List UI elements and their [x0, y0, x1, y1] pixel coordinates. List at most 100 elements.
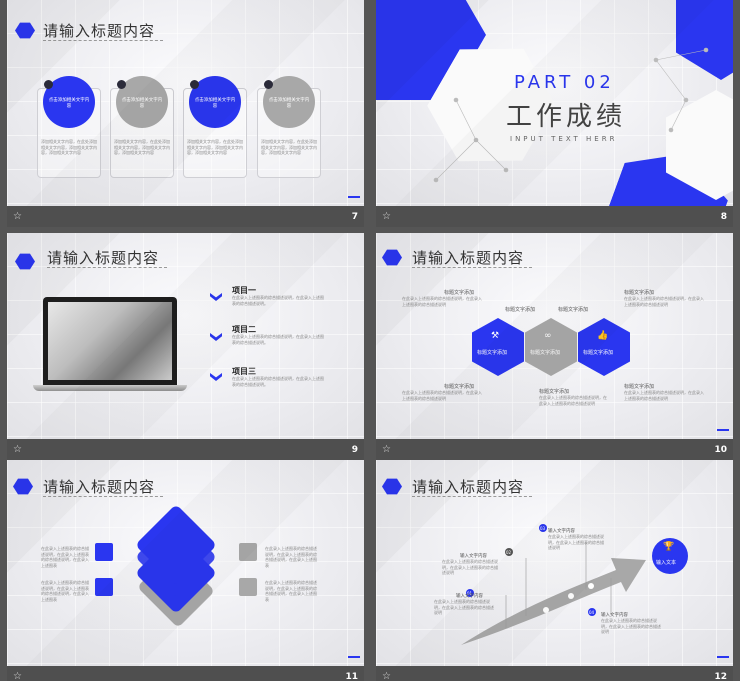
circle-label: 点击添加相关文字内容 — [48, 98, 90, 109]
step-number: 03 — [540, 526, 546, 531]
hex-label: 标题文字添加 — [583, 350, 614, 356]
slide-footer: ☆ 11 — [7, 666, 364, 681]
slide-thumbnail-9[interactable]: 请输入标题内容 项目一 在此录入上述图表的综合描述说明，在此录入上述图表的综合描… — [7, 233, 364, 460]
chevron-down-icon — [210, 373, 222, 381]
slide-thumbnail-10[interactable]: 请输入标题内容 ⚒ ∞ 👍 标题文字添加 标题文字添加 标题文字添加 标题文字添… — [376, 233, 733, 460]
slide-thumbnail-11[interactable]: 请输入标题内容 在此录入上述图表的综合描述说明，在此录入上述图表的综合描述说明，… — [7, 460, 364, 681]
hexagon-feature — [472, 318, 524, 376]
chevron-down-icon — [210, 293, 222, 301]
step-dot — [588, 608, 596, 616]
star-icon[interactable]: ☆ — [13, 211, 22, 222]
growth-arrow — [461, 542, 646, 645]
step-number: 04 — [589, 610, 595, 615]
item-title: 项目一 — [232, 286, 256, 295]
card-text: 添加相关文字内容，在此处添加相关文字内容，添加相关文字内容，添加相关文字内容 — [261, 139, 317, 155]
circle-label: 点击添加相关文字内容 — [121, 98, 163, 109]
item-title: 项目三 — [232, 367, 256, 376]
monitor-icon — [239, 578, 257, 596]
goal-badge — [652, 538, 688, 574]
slide-number: 8 — [720, 211, 727, 222]
slide-canvas: 请输入标题内容 在此录入上述图表的综合描述说明，在此录入上述图表的综合描述说明，… — [7, 460, 364, 666]
slide-canvas: 请输入标题内容 01 02 03 04 输入文字内容 在此录入上述图表的综合描述… — [376, 460, 733, 666]
part-label: PART 02 — [514, 72, 615, 93]
laptop-photo — [48, 302, 172, 380]
star-icon[interactable]: ☆ — [382, 444, 391, 455]
step-dot — [539, 524, 547, 532]
user-icon — [190, 80, 199, 89]
circle-label: 点击添加相关文字内容 — [268, 98, 310, 109]
slide-number: 10 — [714, 444, 727, 455]
slide-number: 7 — [351, 211, 358, 222]
circle-label: 点击添加相关文字内容 — [194, 98, 236, 109]
laptop-screen — [43, 297, 177, 385]
step-number: 01 — [467, 591, 473, 596]
slide-thumbnail-12[interactable]: 请输入标题内容 01 02 03 04 输入文字内容 在此录入上述图表的综合描述… — [376, 460, 733, 681]
side-text: 在此录入上述图表的综合描述说明，在此录入上述图表的综合描述说明 — [402, 296, 482, 307]
step-label: 输入文字内容 — [548, 529, 575, 534]
feature-text: 在此录入上述图表的综合描述说明，在此录入上述图表的综合描述说明，在此录入上述图表 — [265, 546, 317, 568]
trophy-icon: 🏆 — [663, 542, 675, 552]
slide-canvas: 请输入标题内容 点击添加相关文字内容 点击添加相关文字内容 点击添加相关文字内容… — [7, 0, 364, 206]
badge-label: 输入文本 — [656, 560, 677, 566]
link-icon: ∞ — [544, 331, 552, 341]
section-heading: 工作成绩 — [506, 102, 627, 132]
hexagon-logo-icon — [15, 22, 35, 39]
slide-footer: ☆ 8 — [376, 206, 733, 227]
slide-title: 请输入标题内容 — [47, 249, 160, 267]
star-icon[interactable]: ☆ — [382, 211, 391, 222]
hexagon-logo-icon — [382, 249, 402, 266]
hexagon-logo-icon — [15, 253, 35, 270]
step-text: 在此录入上述图表的综合描述说明，在此录入上述图表的综合描述说明 — [442, 559, 498, 575]
slide-title: 请输入标题内容 — [43, 478, 156, 496]
slide-title: 请输入标题内容 — [43, 22, 156, 40]
section-subtitle: INPUT TEXT HERR — [510, 135, 618, 143]
step-label: 输入文字内容 — [460, 554, 487, 559]
item-title: 项目二 — [232, 325, 256, 334]
slide-footer: ☆ 9 — [7, 439, 364, 460]
side-label: 标题文字添加 — [624, 290, 655, 296]
slide-canvas: PART 02 工作成绩 INPUT TEXT HERR — [376, 0, 733, 206]
feature-text: 在此录入上述图表的综合描述说明，在此录入上述图表的综合描述说明，在此录入上述图表 — [265, 580, 317, 602]
side-label: 标题文字添加 — [539, 389, 570, 395]
chevron-down-icon — [210, 333, 222, 341]
slide-number: 12 — [714, 671, 727, 681]
slide-number: 9 — [351, 444, 358, 455]
hex-label: 标题文字添加 — [530, 350, 561, 356]
hex-label: 标题文字添加 — [477, 350, 508, 356]
card-text: 添加相关文字内容，在此处添加相关文字内容，添加相关文字内容，添加相关文字内容 — [41, 139, 97, 155]
slide-footer: ☆ 7 — [7, 206, 364, 227]
slide-thumbnail-7[interactable]: 请输入标题内容 点击添加相关文字内容 点击添加相关文字内容 点击添加相关文字内容… — [7, 0, 364, 227]
slide-canvas: 请输入标题内容 项目一 在此录入上述图表的综合描述说明，在此录入上述图表的综合描… — [7, 233, 364, 439]
step-dot — [466, 589, 474, 597]
item-desc: 在此录入上述图表的综合描述说明，在此录入上述图表的综合描述说明。 — [232, 334, 324, 345]
star-icon[interactable]: ☆ — [382, 671, 391, 681]
feature-text: 在此录入上述图表的综合描述说明，在此录入上述图表的综合描述说明，在此录入上述图表 — [41, 580, 89, 602]
hammer-icon: ⚒ — [491, 331, 500, 341]
step-text: 在此录入上述图表的综合描述说明，在此录入上述图表的综合描述说明 — [601, 618, 661, 634]
hexagon-logo-icon — [13, 478, 33, 495]
card-text: 添加相关文字内容，在此处添加相关文字内容，添加相关文字内容，添加相关文字内容 — [114, 139, 170, 155]
hexagon-feature — [578, 318, 630, 376]
slide-number: 11 — [345, 671, 358, 681]
side-label: 标题文字添加 — [444, 290, 475, 296]
star-icon[interactable]: ☆ — [13, 444, 22, 455]
side-text: 在此录入上述图表的综合描述说明，在此录入上述图表的综合描述说明 — [539, 395, 607, 406]
thumbs-up-icon: 👍 — [597, 331, 609, 341]
item-desc: 在此录入上述图表的综合描述说明，在此录入上述图表的综合描述说明。 — [232, 295, 324, 306]
step-text: 在此录入上述图表的综合描述说明，在此录入上述图表的综合描述说明 — [548, 534, 604, 550]
slide-title: 请输入标题内容 — [412, 249, 525, 267]
star-icon[interactable]: ☆ — [13, 671, 22, 681]
person-icon — [264, 80, 273, 89]
slide-title: 请输入标题内容 — [412, 478, 525, 496]
card-text: 添加相关文字内容，在此处添加相关文字内容，添加相关文字内容，添加相关文字内容 — [187, 139, 243, 155]
slide-thumbnail-8[interactable]: PART 02 工作成绩 INPUT TEXT HERR ☆ 8 — [376, 0, 733, 227]
side-label: 标题文字添加 — [444, 384, 475, 390]
step-number: 02 — [506, 550, 512, 555]
hexagon-logo-icon — [382, 478, 402, 495]
step-text: 在此录入上述图表的综合描述说明，在此录入上述图表的综合描述说明 — [434, 599, 494, 615]
side-label: 标题文字添加 — [558, 307, 589, 313]
slide-canvas: 请输入标题内容 ⚒ ∞ 👍 标题文字添加 标题文字添加 标题文字添加 标题文字添… — [376, 233, 733, 439]
send-icon — [44, 80, 53, 89]
side-label: 标题文字添加 — [624, 384, 655, 390]
